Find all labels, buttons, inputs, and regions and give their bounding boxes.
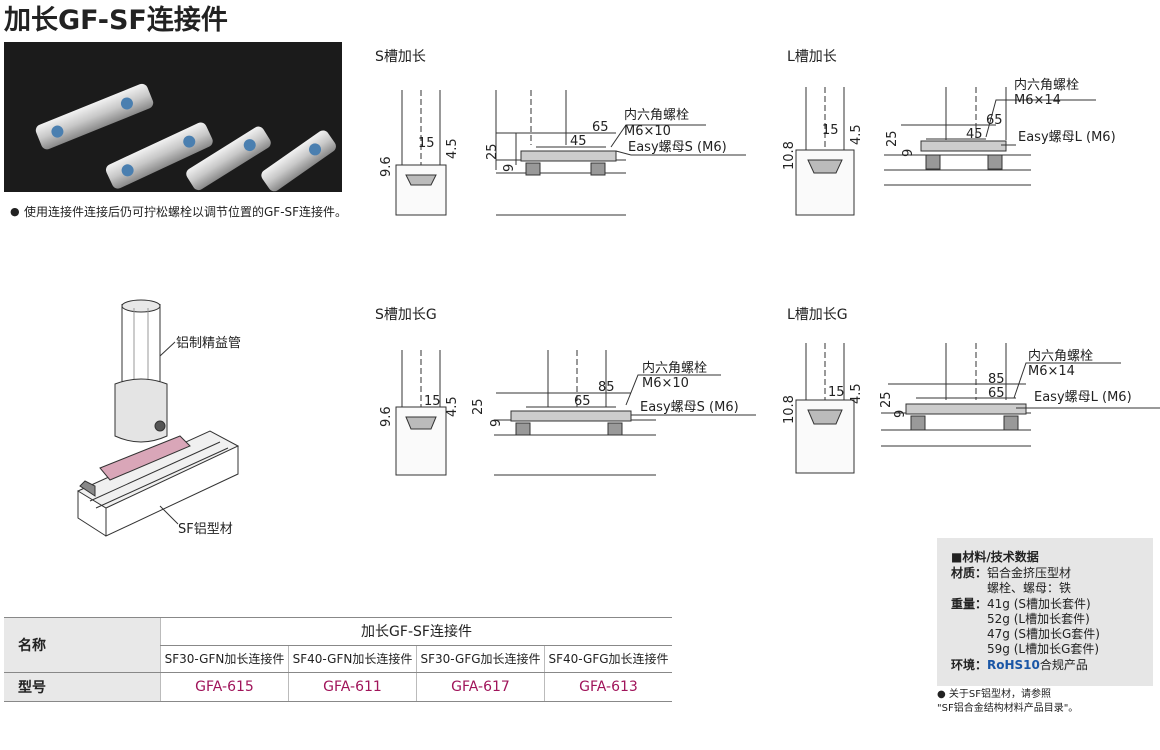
diagram-label-l-long-g: L槽加长G	[787, 307, 848, 323]
diagram-label-l-long: L槽加长	[787, 49, 837, 65]
dim-s-long-right-1: 45	[570, 134, 587, 149]
dim-s-long-g-left-2: 4.5	[445, 396, 460, 417]
technical-drawing-s-long-g: 15 9.6 4.5 85 65 25 9 内六角螺栓 M6×10 Easy螺母…	[376, 345, 756, 480]
env-text: 合规产品	[1039, 658, 1088, 672]
dim-l-long-left-2: 4.5	[849, 124, 864, 145]
dim-l-long-g-left-2: 4.5	[849, 383, 864, 404]
callout-s-long-g-bolt-size: M6×10	[642, 376, 689, 391]
dim-l-long-g-right-0: 85	[988, 372, 1005, 387]
bullet-icon: ●	[10, 205, 20, 218]
callout-s-long-g-nut: Easy螺母S (M6)	[640, 400, 739, 415]
feature-note-text: 使用连接件连接后仍可拧松螺栓以调节位置的GF-SF连接件。	[24, 205, 348, 219]
callout-s-long-bolt: 内六角螺栓	[624, 107, 689, 123]
weight-value: 41g (S槽加长套件)	[987, 597, 1091, 611]
material-row: 材质：铝合金挤压型材	[951, 566, 1071, 582]
table-model-cell: GFA-613	[544, 672, 672, 702]
weight-value: 47g (S槽加长G套件)	[987, 627, 1100, 641]
dim-l-long-g-left-1: 10.8	[782, 395, 797, 424]
weight-label: 重量：	[951, 597, 988, 611]
footnote-line2: "SF铝合金结构材料产品目录"。	[937, 703, 1079, 714]
drawing-l-long: 15 10.8 4.5 65 45 25 9 内六角螺栓 M6×14 Easy螺…	[782, 77, 1116, 216]
technical-drawing-l-long-g: 15 10.8 4.5 85 65 25 9 内六角螺栓 M6×14 Easy螺…	[776, 338, 1160, 478]
callout-l-long-g-bolt-size: M6×14	[1028, 364, 1075, 379]
table-name-cell: SF30-GFN加长连接件	[160, 645, 289, 673]
dim-s-long-g-left-0: 15	[424, 394, 441, 409]
material-label: 材质：	[951, 566, 988, 580]
weight-value: 52g (L槽加长套件)	[987, 612, 1090, 626]
table-name-cell: SF30-GFG加长连接件	[416, 645, 545, 673]
assembly-drawing	[76, 299, 240, 537]
table-name-cell: SF40-GFN加长连接件	[288, 645, 417, 673]
footnote-line1: 关于SF铝型材，请参照	[948, 689, 1052, 700]
rohs-badge: RoHS10	[987, 658, 1040, 672]
dim-l-long-left-0: 15	[822, 123, 839, 138]
table-model-cell: GFA-611	[288, 672, 417, 702]
drawing-s-long: 15 9.6 4.5 65 45 25 9 内六角螺栓 M6×10 Easy螺母…	[379, 90, 746, 216]
dim-s-long-left-1: 9.6	[379, 156, 394, 177]
dim-l-long-g-right-3: 9	[893, 410, 908, 418]
dim-l-long-right-2: 25	[885, 130, 900, 147]
table-row: 名称 加长GF-SF连接件	[4, 617, 672, 673]
callout-s-long-bolt-size: M6×10	[624, 124, 671, 139]
env-label: 环境：	[951, 658, 988, 672]
table-group-header: 加长GF-SF连接件	[160, 617, 672, 646]
table-name-header: 名称	[4, 617, 161, 673]
dim-l-long-right-0: 65	[986, 113, 1003, 128]
material-spec-box: ■材料/技术数据 材质：铝合金挤压型材 螺栓、螺母：铁 重量：41g (S槽加长…	[937, 538, 1153, 686]
pipe-label: 铝制精益管	[176, 336, 242, 351]
callout-s-long-nut: Easy螺母S (M6)	[628, 140, 727, 155]
callout-l-long-g-nut: Easy螺母L (M6)	[1034, 390, 1132, 405]
dim-l-long-g-left-0: 15	[828, 385, 845, 400]
table-row: 型号 GFA-615 GFA-611 GFA-617 GFA-613	[4, 672, 672, 702]
technical-drawing-l-long: 15 10.8 4.5 65 45 25 9 内六角螺栓 M6×14 Easy螺…	[776, 75, 1160, 225]
dim-l-long-g-right-1: 65	[988, 386, 1005, 401]
dim-s-long-left-0: 15	[418, 136, 435, 151]
page-title: 加长GF-SF连接件	[4, 5, 228, 36]
table-row: SF30-GFN加长连接件 SF40-GFN加长连接件 SF30-GFG加长连接…	[4, 645, 672, 673]
dim-s-long-g-left-1: 9.6	[379, 406, 394, 427]
dim-s-long-g-right-2: 25	[471, 398, 486, 415]
dim-s-long-g-right-0: 85	[598, 380, 615, 395]
dim-s-long-g-right-1: 65	[574, 394, 591, 409]
weight-row: 重量：41g (S槽加长套件)	[951, 597, 1091, 613]
dim-s-long-right-2: 25	[485, 143, 500, 160]
env-row: 环境：RoHS10合规产品	[951, 658, 1088, 674]
callout-l-long-bolt: 内六角螺栓	[1014, 77, 1079, 93]
diagram-label-s-long-g: S槽加长G	[375, 307, 437, 323]
spec-table: 名称 加长GF-SF连接件 SF30-GFN加长连接件 SF40-GFN加长连接…	[4, 617, 672, 702]
connector-photo-image	[4, 42, 342, 192]
table-model-cell: GFA-615	[160, 672, 289, 702]
assembly-illustration	[60, 296, 300, 546]
callout-l-long-bolt-size: M6×14	[1014, 93, 1061, 108]
table-model-cell: GFA-617	[416, 672, 545, 702]
footnote: ● 关于SF铝型材，请参照 "SF铝合金结构材料产品目录"。	[937, 688, 1157, 716]
dim-l-long-right-1: 45	[966, 127, 983, 142]
callout-s-long-g-bolt: 内六角螺栓	[642, 360, 707, 376]
bullet-icon: ●	[937, 689, 949, 700]
dim-l-long-g-right-2: 25	[879, 391, 894, 408]
dim-s-long-right-3: 9	[502, 164, 517, 172]
table-model-header: 型号	[4, 672, 161, 702]
weight-value: 59g (L槽加长G套件)	[987, 642, 1100, 656]
diagram-label-s-long: S槽加长	[375, 49, 426, 65]
dim-l-long-right-3: 9	[901, 149, 916, 157]
material-line2: 螺栓、螺母：铁	[987, 581, 1072, 595]
profile-label: SF铝型材	[178, 522, 233, 537]
product-photo	[4, 42, 342, 192]
drawing-s-long-g: 15 9.6 4.5 85 65 25 9 内六角螺栓 M6×10 Easy螺母…	[379, 350, 756, 476]
material-title: ■材料/技术数据	[951, 550, 1039, 564]
technical-drawing-s-long: 15 9.6 4.5 65 45 25 9 内六角螺栓 M6×10 Easy螺母…	[376, 85, 756, 225]
table-name-cell: SF40-GFG加长连接件	[544, 645, 672, 673]
dim-s-long-g-right-3: 9	[489, 419, 504, 427]
dim-l-long-left-1: 10.8	[782, 141, 797, 170]
drawing-l-long-g: 15 10.8 4.5 85 65 25 9 内六角螺栓 M6×14 Easy螺…	[782, 343, 1160, 474]
feature-note: ● 使用连接件连接后仍可拧松螺栓以调节位置的GF-SF连接件。	[10, 204, 350, 220]
material-line1: 铝合金挤压型材	[987, 566, 1072, 580]
dim-s-long-left-2: 4.5	[445, 138, 460, 159]
callout-l-long-nut: Easy螺母L (M6)	[1018, 130, 1116, 145]
callout-l-long-g-bolt: 内六角螺栓	[1028, 348, 1093, 364]
dim-s-long-right-0: 65	[592, 120, 609, 135]
